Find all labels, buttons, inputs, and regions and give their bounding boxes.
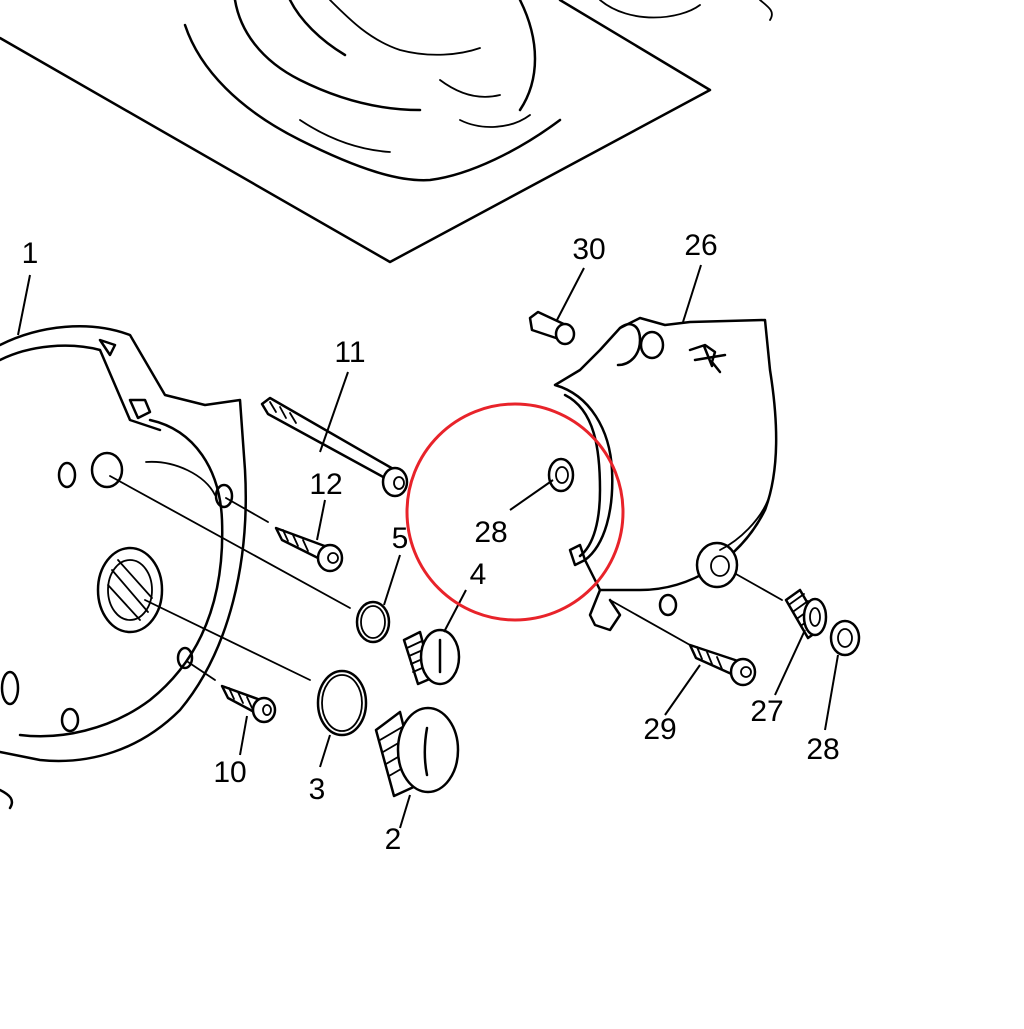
callout-4: 4: [470, 558, 487, 591]
leader-lines: [17, 264, 839, 829]
callout-labels: 1 11 12 5 4 28 30 26 10 3 2 29 27 28: [22, 229, 840, 856]
crankcase-top-outline: [0, 0, 773, 264]
bolt-part-29: [688, 643, 757, 687]
callout-29: 29: [643, 713, 676, 746]
callout-5: 5: [392, 522, 409, 555]
plug-part-4: [402, 628, 461, 686]
washer-part-28-right: [829, 619, 861, 657]
washer-part-28-left: [547, 457, 575, 493]
dowel-part-30: [528, 310, 576, 346]
bolt-part-12: [274, 526, 344, 573]
callout-10: 10: [213, 756, 246, 789]
callout-2: 2: [385, 823, 402, 856]
callout-30: 30: [572, 233, 605, 266]
callout-27: 27: [750, 695, 783, 728]
callout-28-right: 28: [806, 733, 839, 766]
bearing-part-27: [784, 588, 828, 640]
o-ring-part-5: [355, 600, 391, 644]
callout-12: 12: [309, 468, 342, 501]
callout-28-left: 28: [474, 516, 507, 549]
cover-part-26: [553, 316, 778, 632]
callout-1: 1: [22, 237, 39, 270]
bolt-part-11: [260, 396, 409, 498]
assembly-guide-lines: [109, 475, 783, 681]
plug-part-2: [374, 706, 460, 798]
highlight-circle: [405, 402, 625, 622]
crankcase-cover-part-1: [0, 325, 247, 810]
callout-26: 26: [684, 229, 717, 262]
callout-11: 11: [334, 336, 365, 369]
bolt-part-10: [220, 684, 277, 724]
callout-3: 3: [309, 773, 326, 806]
o-ring-part-3: [316, 669, 368, 737]
